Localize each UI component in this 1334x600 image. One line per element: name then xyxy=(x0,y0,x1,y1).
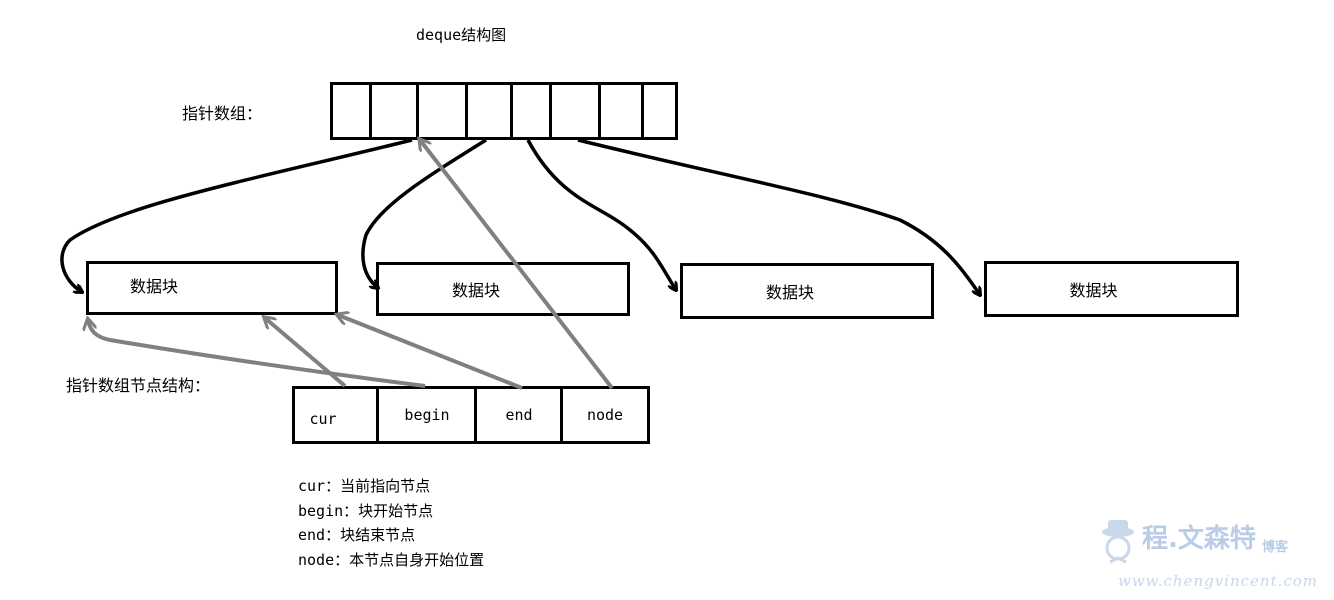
pointer-array-cell xyxy=(465,82,513,140)
data-block-label: 数据块 xyxy=(451,281,500,300)
pointer-array xyxy=(330,82,678,140)
node-field-begin: begin xyxy=(376,386,478,444)
pointer-array-cell xyxy=(330,82,372,140)
watermark-suffix: 博客 xyxy=(1262,540,1289,555)
arrow-to-block-1 xyxy=(60,138,413,292)
watermark-name: 程.文森特 xyxy=(1142,524,1256,554)
legend-item: end：块结束节点 xyxy=(298,526,416,544)
arrow-node xyxy=(420,140,614,390)
arrow-begin xyxy=(88,320,426,388)
pointer-array-cell xyxy=(641,82,678,140)
node-field-cur: cur xyxy=(292,386,380,444)
node-field-arrows xyxy=(88,140,614,390)
watermark: 程.文森特 博客 www.chengvincent.com xyxy=(1098,518,1318,598)
data-block-label: 数据块 xyxy=(1069,281,1118,300)
data-block-label: 数据块 xyxy=(129,277,178,296)
pointer-arrows xyxy=(60,138,980,295)
legend: cur：当前指向节点 begin：块开始节点 end：块结束节点 node：本节… xyxy=(298,474,484,572)
data-block-label: 数据块 xyxy=(765,283,814,302)
diagram-title: deque结构图 xyxy=(416,26,507,44)
arrow-to-block-2 xyxy=(361,138,487,288)
legend-item: cur：当前指向节点 xyxy=(298,477,431,495)
legend-item: node：本节点自身开始位置 xyxy=(298,550,485,569)
data-block-3: 数据块 xyxy=(680,263,934,319)
pointer-array-label: 指针数组： xyxy=(182,104,263,123)
data-block-1: 数据块 xyxy=(86,261,338,315)
data-block-4: 数据块 xyxy=(984,261,1239,317)
arrow-to-block-3 xyxy=(526,139,676,290)
node-structure: cur begin end node xyxy=(292,386,650,444)
arrow-end xyxy=(338,315,523,390)
node-field-node: node xyxy=(560,386,650,444)
watermark-url: www.chengvincent.com xyxy=(1118,572,1319,590)
legend-item: begin：块开始节点 xyxy=(298,501,434,520)
arrow-to-block-4 xyxy=(577,138,980,295)
pointer-array-cell xyxy=(416,82,468,140)
node-structure-label: 指针数组节点结构： xyxy=(66,376,211,395)
data-block-2: 数据块 xyxy=(376,262,630,316)
hat-mascot-icon xyxy=(1102,520,1134,564)
pointer-array-cell xyxy=(598,82,644,140)
